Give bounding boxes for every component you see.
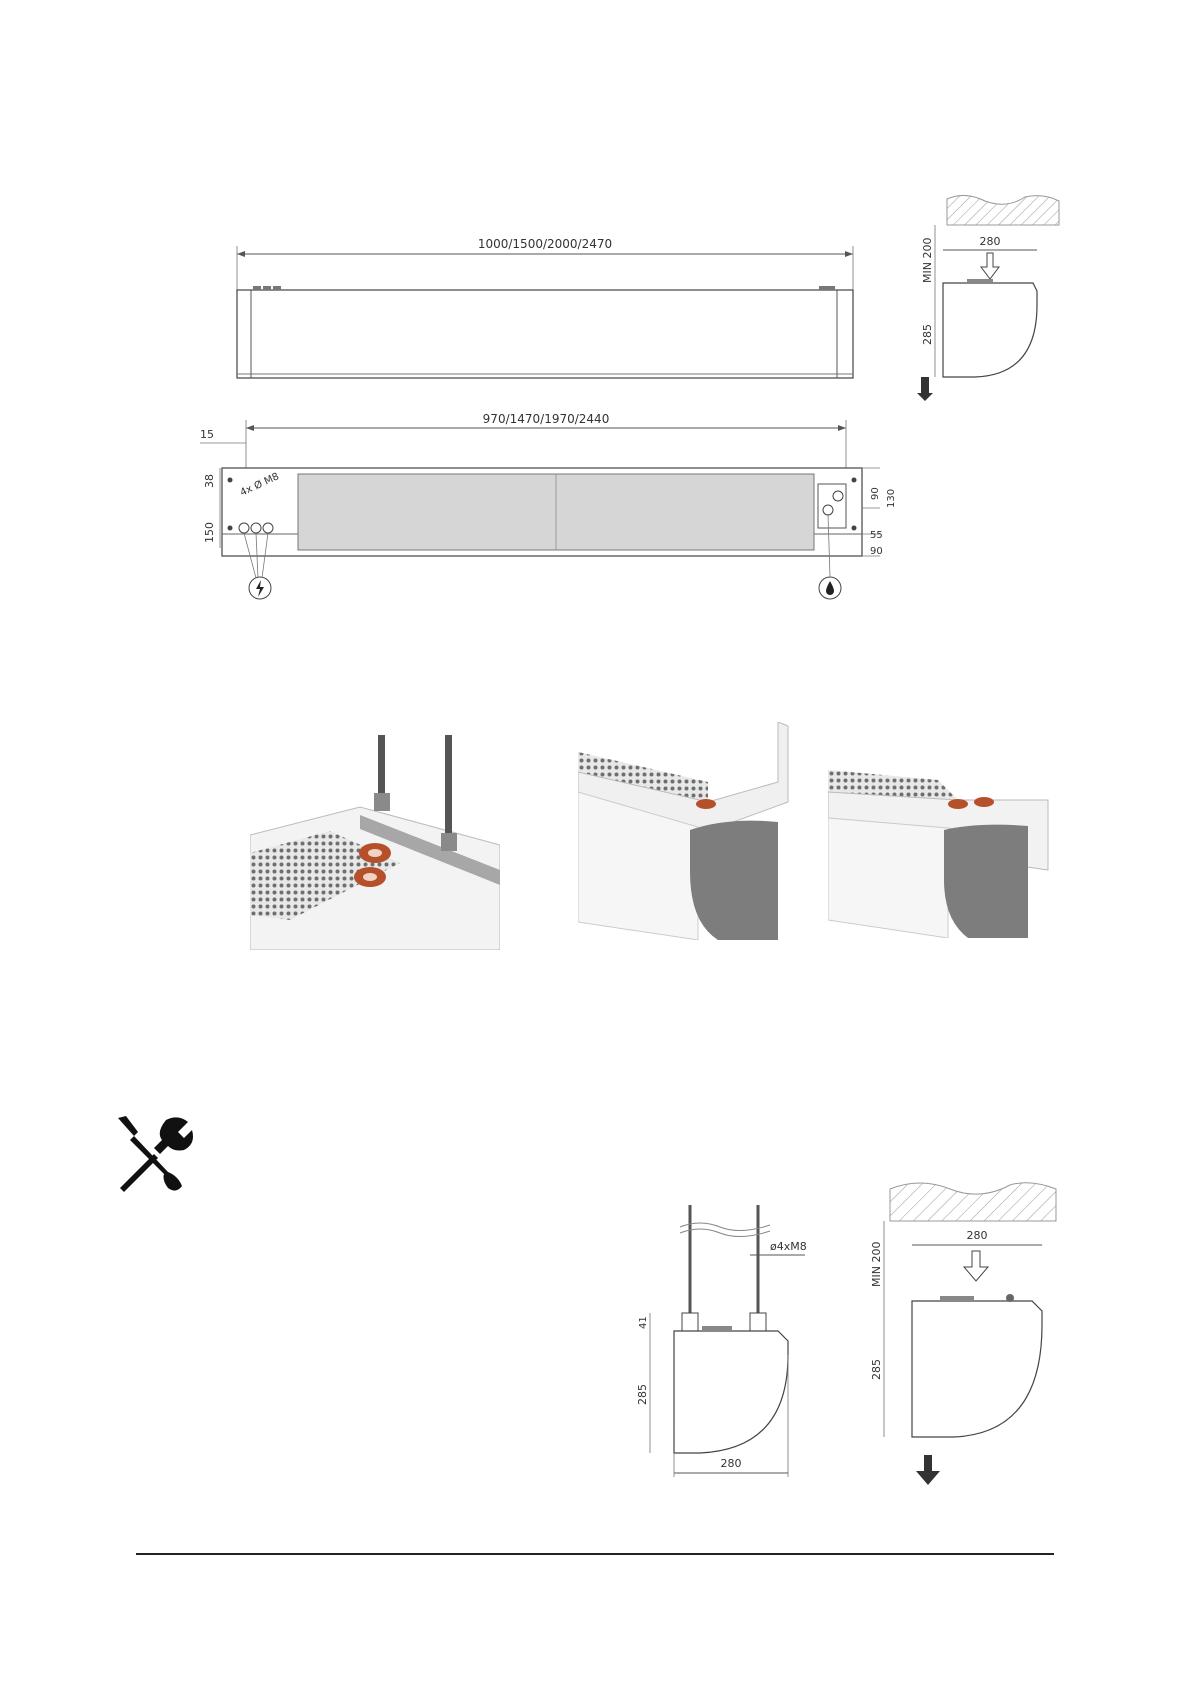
side-top-clearance: MIN 200 <box>921 238 934 283</box>
side-view-drawing-rod-mount: ø4xM8 41 285 280 <box>630 1205 820 1505</box>
top-offset-label: 38 <box>203 474 216 488</box>
hole-spacing-label: 150 <box>203 522 216 543</box>
side-view-drawing-wall-mount: MIN 200 285 280 <box>860 1175 1060 1495</box>
rear-view-drawing: 970/1470/1970/2440 15 38 150 4x Ø M8 90 … <box>200 408 910 608</box>
right-dim-130: 130 <box>886 489 897 508</box>
bracket-height-label: 41 <box>638 1316 649 1329</box>
photo-wall-bracket-right <box>828 770 1053 938</box>
wall-side-height: 285 <box>870 1359 883 1380</box>
rod-label: ø4xM8 <box>770 1240 807 1253</box>
right-dim-90-b: 90 <box>870 546 883 557</box>
side-top-width: 280 <box>980 235 1001 248</box>
rear-length-label: 970/1470/1970/2440 <box>483 412 610 426</box>
wrench-screwdriver-icon <box>112 1114 194 1196</box>
wall-clearance-label: MIN 200 <box>870 1242 883 1287</box>
photo-rod-mount <box>250 735 500 950</box>
footer-rule <box>136 1553 1054 1555</box>
right-dim-55: 55 <box>870 530 883 541</box>
front-length-label: 1000/1500/2000/2470 <box>478 237 612 251</box>
side-view-drawing-top: MIN 200 285 280 <box>915 195 1065 415</box>
front-view-drawing: 1000/1500/2000/2470 <box>225 230 865 390</box>
photo-wall-bracket-left <box>578 722 803 940</box>
side-top-height: 285 <box>921 324 934 345</box>
rod-side-width: 280 <box>721 1457 742 1470</box>
right-dim-90-a: 90 <box>870 487 881 500</box>
rod-side-height: 285 <box>636 1384 649 1405</box>
left-offset-label: 15 <box>200 428 214 441</box>
wall-side-width: 280 <box>967 1229 988 1242</box>
